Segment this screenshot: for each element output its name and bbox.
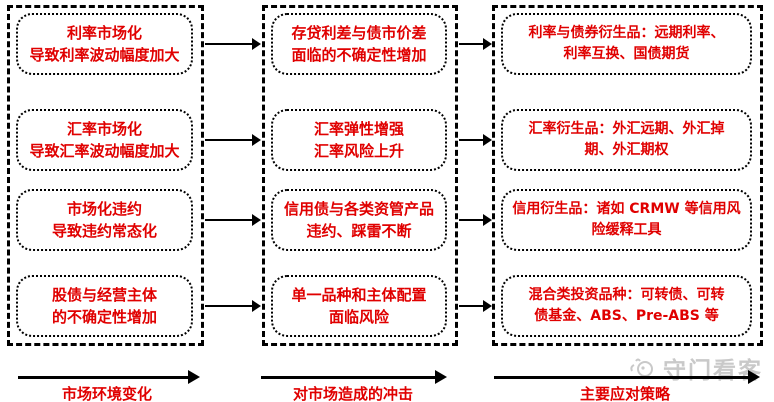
stage-label-response-strategies: 主要应对策略 [579, 385, 670, 402]
stage-arrow-right-icon [18, 370, 200, 384]
watermark-label: 守门看客 [663, 358, 763, 384]
flow-box: 市场化违约 导致违约常态化 [16, 189, 193, 251]
flow-box: 信用衍生品：诸如 CRMW 等信用风 险缓释工具 [501, 189, 752, 251]
panel-market-environment: 利率市场化 导致利率波动幅度加大 汇率市场化 导致汇率波动幅度加大 市场化违约 … [7, 5, 204, 346]
watermark: 守门看客 [628, 351, 763, 385]
connector-arrow-right-icon [205, 300, 261, 312]
panel-market-impact: 存贷利差与债市价差 面临的不确定性增加 汇率弹性增强 汇率风险上升 信用债与各类… [262, 5, 458, 346]
flow-box: 汇率市场化 导致汇率波动幅度加大 [16, 109, 193, 171]
stage-arrow-right-icon [261, 370, 447, 384]
connector-arrow-right-icon [459, 134, 492, 146]
panel-response-strategies: 利率与债券衍生品：远期利率、 利率互换、国债期货 汇率衍生品：外汇远期、外汇掉 … [492, 5, 763, 346]
stage-arrow-right-icon [494, 370, 760, 384]
connector-arrow-right-icon [205, 38, 261, 50]
connector-arrow-right-icon [459, 214, 492, 226]
connector-arrow-right-icon [459, 300, 492, 312]
connector-arrow-right-icon [205, 214, 261, 226]
connector-arrow-right-icon [205, 134, 261, 146]
stage-label-market-environment: 市场环境变化 [61, 385, 152, 402]
flow-box: 利率市场化 导致利率波动幅度加大 [16, 13, 193, 75]
flow-box: 信用债与各类资管产品 违约、踩雷不断 [271, 189, 447, 251]
flow-box: 汇率弹性增强 汇率风险上升 [271, 109, 447, 171]
connector-arrow-right-icon [459, 38, 492, 50]
stage-label-market-impact: 对市场造成的冲击 [292, 385, 413, 402]
flow-box: 股债与经营主体 的不确定性增加 [16, 275, 193, 337]
flow-box: 利率与债券衍生品：远期利率、 利率互换、国债期货 [501, 13, 752, 75]
flow-box: 混合类投资品种：可转债、可转 债基金、ABS、Pre-ABS 等 [501, 275, 752, 337]
flow-box: 单一品种和主体配置 面临风险 [271, 275, 447, 337]
flow-box: 汇率衍生品：外汇远期、外汇掉 期、外汇期权 [501, 109, 752, 171]
flow-box: 存贷利差与债市价差 面临的不确定性增加 [271, 13, 447, 75]
